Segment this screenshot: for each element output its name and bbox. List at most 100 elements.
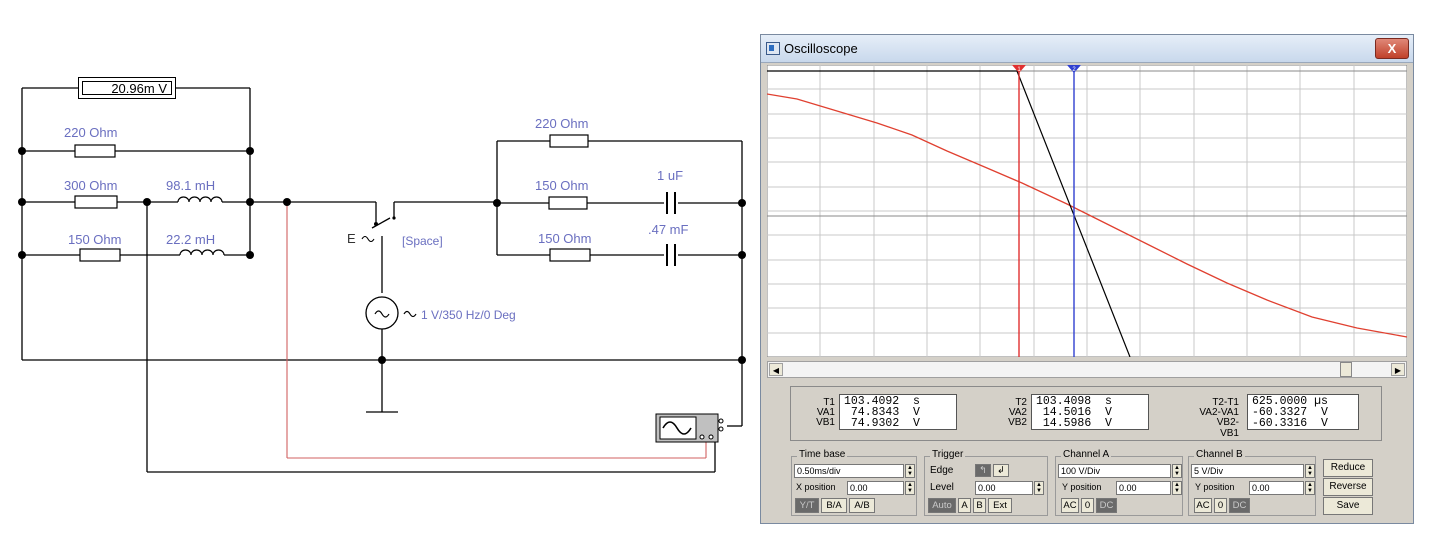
t2-values-box: 103.4098 s 14.5016 V 14.5986 V xyxy=(1031,394,1149,430)
trigger-b-button[interactable]: B xyxy=(973,498,986,513)
t2-label: T2 xyxy=(1015,397,1027,408)
level-label: Level xyxy=(930,482,954,493)
vb1-value: 74.9302 xyxy=(850,417,900,430)
channel-b-zero-button[interactable]: 0 xyxy=(1214,498,1227,513)
cursor-2-marker[interactable] xyxy=(1067,65,1081,73)
capacitor-label-1uf: 1 uF xyxy=(657,168,684,183)
vb1-label: VB1 xyxy=(816,417,835,428)
dvb-label: VB2-VB1 xyxy=(1216,417,1239,439)
va2-label: VA2 xyxy=(1008,407,1027,418)
cursor-1-marker[interactable] xyxy=(1012,65,1026,73)
vb2-value: 14.5986 xyxy=(1042,417,1092,430)
auto-button[interactable]: Auto xyxy=(928,498,956,513)
timebase-spin-icon[interactable]: ▲▼ xyxy=(905,464,915,478)
rising-edge-icon[interactable]: ↰ xyxy=(975,464,991,477)
dt-value: 625.0000 xyxy=(1252,395,1308,408)
reverse-button[interactable]: Reverse xyxy=(1323,478,1373,496)
ab-button[interactable]: A/B xyxy=(849,498,875,513)
channel-a-ypos-field[interactable]: 0.00 xyxy=(1116,481,1171,495)
channel-a-ac-button[interactable]: AC xyxy=(1061,498,1079,513)
reduce-button[interactable]: Reduce xyxy=(1323,459,1373,477)
ext-button[interactable]: Ext xyxy=(988,498,1012,513)
oscilloscope-app-icon xyxy=(766,42,780,55)
t2-value: 103.4098 xyxy=(1036,395,1092,408)
source-label: 1 V/350 Hz/0 Deg xyxy=(421,308,516,322)
yt-button[interactable]: Y/T xyxy=(795,498,819,513)
vb1-unit: V xyxy=(913,417,920,430)
oscilloscope-window: Oscilloscope X 1 2 ◀ ▶ T1 VA1 VB1 103.40… xyxy=(760,34,1414,524)
channel-a-ypos-spin-icon[interactable]: ▲▼ xyxy=(1172,481,1182,495)
va1-value: 74.8343 xyxy=(850,406,900,419)
time-scrollbar[interactable]: ◀ ▶ xyxy=(767,361,1407,378)
channel-a-group: Channel A 100 V/Div ▲▼ Y position 0.00 ▲… xyxy=(1055,449,1183,516)
dvb-value: -60.3316 xyxy=(1252,417,1308,430)
channel-b-scale-spin-icon[interactable]: ▲▼ xyxy=(1305,464,1315,478)
delta-values-box: 625.0000 µs -60.3327 V -60.3316 V xyxy=(1247,394,1359,430)
dva-value: -60.3327 xyxy=(1252,406,1308,419)
trigger-group: Trigger Edge ↰ ↲ Level 0.00 ▲▼ Auto A B … xyxy=(924,449,1048,516)
va1-label: VA1 xyxy=(816,407,835,418)
channel-b-ypos-field[interactable]: 0.00 xyxy=(1249,481,1304,495)
cursor-2-label: 2 xyxy=(1072,67,1076,73)
xpos-field[interactable]: 0.00 xyxy=(847,481,904,495)
voltmeter-unit: V xyxy=(158,81,167,96)
channel-a-scale-field[interactable]: 100 V/Div xyxy=(1058,464,1171,478)
scroll-thumb[interactable] xyxy=(1340,362,1352,377)
voltmeter-display: 20.96m V xyxy=(82,81,172,95)
resistor-label-300: 300 Ohm xyxy=(64,178,118,193)
t1-value: 103.4092 xyxy=(844,395,900,408)
trigger-a-button[interactable]: A xyxy=(958,498,971,513)
channel-b-group: Channel B 5 V/Div ▲▼ Y position 0.00 ▲▼ … xyxy=(1188,449,1316,516)
ba-button[interactable]: B/A xyxy=(821,498,847,513)
close-button[interactable]: X xyxy=(1375,38,1409,59)
voltmeter[interactable]: 20.96m V xyxy=(78,77,176,99)
scroll-right-icon[interactable]: ▶ xyxy=(1391,363,1405,376)
capacitor-label-047mf: .47 mF xyxy=(648,222,689,237)
save-button[interactable]: Save xyxy=(1323,497,1373,515)
channel-b-trace xyxy=(767,70,1131,357)
switch-label: E xyxy=(347,231,356,246)
resistor-label-right-150b: 150 Ohm xyxy=(538,231,592,246)
scroll-left-icon[interactable]: ◀ xyxy=(769,363,783,376)
edge-label: Edge xyxy=(930,465,954,476)
oscilloscope-instrument-icon[interactable] xyxy=(655,413,727,443)
vb2-label: VB2 xyxy=(1008,417,1027,428)
timebase-field[interactable]: 0.50ms/div xyxy=(794,464,904,478)
resistor-label-right-150: 150 Ohm xyxy=(535,178,589,193)
channel-a-zero-button[interactable]: 0 xyxy=(1081,498,1094,513)
cursor-readout: T1 VA1 VB1 103.4092 s 74.8343 V 74.9302 … xyxy=(790,386,1382,441)
voltmeter-reading: 20.96m xyxy=(111,81,155,96)
level-field[interactable]: 0.00 xyxy=(975,481,1033,495)
inductor-label-98: 98.1 mH xyxy=(166,178,216,193)
va2-unit: V xyxy=(1105,406,1112,419)
timebase-title: Time base xyxy=(797,449,848,460)
resistor-label-220: 220 Ohm xyxy=(64,125,118,140)
channel-a-dc-button[interactable]: DC xyxy=(1096,498,1117,513)
dva-unit: V xyxy=(1321,406,1328,419)
dvb-unit: V xyxy=(1321,417,1328,430)
window-title: Oscilloscope xyxy=(784,41,858,56)
channel-b-scale-field[interactable]: 5 V/Div xyxy=(1191,464,1304,478)
title-bar[interactable]: Oscilloscope X xyxy=(761,35,1413,63)
dt-unit: µs xyxy=(1314,395,1328,408)
level-spin-icon[interactable]: ▲▼ xyxy=(1034,481,1044,495)
switch-key: [Space] xyxy=(402,234,443,248)
t1-label: T1 xyxy=(823,397,835,408)
channel-a-ypos-label: Y position xyxy=(1062,482,1102,492)
t1-values-box: 103.4092 s 74.8343 V 74.9302 V xyxy=(839,394,957,430)
scope-display[interactable]: 1 2 xyxy=(767,65,1407,357)
inductor-label-22: 22.2 mH xyxy=(166,232,216,247)
channel-b-title: Channel B xyxy=(1194,449,1245,460)
vb2-unit: V xyxy=(1105,417,1112,430)
dt-label: T2-T1 xyxy=(1212,397,1239,408)
falling-edge-icon[interactable]: ↲ xyxy=(993,464,1009,477)
xpos-spin-icon[interactable]: ▲▼ xyxy=(905,481,915,495)
channel-b-dc-button[interactable]: DC xyxy=(1229,498,1250,513)
xpos-label: X position xyxy=(796,482,836,492)
va1-unit: V xyxy=(913,406,920,419)
channel-a-scale-spin-icon[interactable]: ▲▼ xyxy=(1172,464,1182,478)
channel-b-ac-button[interactable]: AC xyxy=(1194,498,1212,513)
channel-b-ypos-spin-icon[interactable]: ▲▼ xyxy=(1305,481,1315,495)
va2-value: 14.5016 xyxy=(1042,406,1092,419)
circuit-schematic xyxy=(18,87,746,473)
